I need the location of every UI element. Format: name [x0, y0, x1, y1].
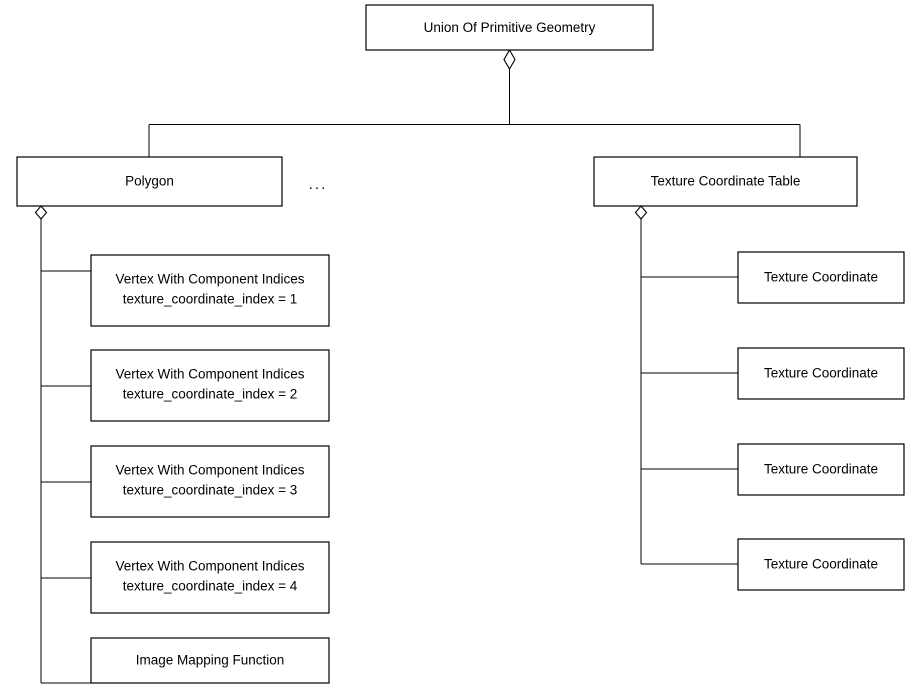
- node-label-vertex-3-line1: Vertex With Component Indices: [115, 463, 304, 478]
- node-label-texture-coordinate-table: Texture Coordinate Table: [651, 174, 801, 189]
- node-label-texture-coordinate-1: Texture Coordinate: [764, 270, 878, 285]
- node-union-of-primitive-geometry[interactable]: Union Of Primitive Geometry: [365, 4, 654, 51]
- node-label-vertex-4-line1: Vertex With Component Indices: [115, 559, 304, 574]
- node-label-image-mapping-function: Image Mapping Function: [136, 653, 285, 668]
- node-box-texture-coordinate-1[interactable]: [737, 251, 905, 304]
- node-label-vertex-2-line1: Vertex With Component Indices: [115, 367, 304, 382]
- node-label-texture-coordinate-3: Texture Coordinate: [764, 462, 878, 477]
- node-box-vertex-3[interactable]: [90, 445, 330, 518]
- node-vertex-4[interactable]: Vertex With Component Indices texture_co…: [90, 541, 330, 614]
- node-box-polygon[interactable]: [16, 156, 283, 207]
- connector-group-root: [148, 69, 801, 157]
- node-box-root[interactable]: [365, 4, 654, 51]
- node-box-image-mapping-function[interactable]: [90, 637, 330, 684]
- node-label-root: Union Of Primitive Geometry: [424, 20, 596, 35]
- aggregation-diamond-polygon: [34, 205, 48, 220]
- node-box-texture-coordinate-table[interactable]: [593, 156, 858, 207]
- node-label-vertex-1-line2: texture_coordinate_index = 1: [123, 292, 298, 307]
- node-vertex-3[interactable]: Vertex With Component Indices texture_co…: [90, 445, 330, 518]
- node-texture-coordinate-2[interactable]: Texture Coordinate: [737, 347, 905, 400]
- node-vertex-1[interactable]: Vertex With Component Indices texture_co…: [90, 254, 330, 327]
- node-label-vertex-2-line2: texture_coordinate_index = 2: [123, 387, 298, 402]
- node-texture-coordinate-4[interactable]: Texture Coordinate: [737, 538, 905, 591]
- node-label-texture-coordinate-2: Texture Coordinate: [764, 366, 878, 381]
- node-texture-coordinate-1[interactable]: Texture Coordinate: [737, 251, 905, 304]
- node-label-polygon: Polygon: [125, 174, 174, 189]
- node-label-vertex-4-line2: texture_coordinate_index = 4: [123, 579, 298, 594]
- node-box-texture-coordinate-4[interactable]: [737, 538, 905, 591]
- node-polygon[interactable]: Polygon: [16, 156, 283, 207]
- connector-group-polygon: [40, 219, 91, 684]
- node-vertex-2[interactable]: Vertex With Component Indices texture_co…: [90, 349, 330, 422]
- node-label-vertex-3-line2: texture_coordinate_index = 3: [123, 483, 298, 498]
- node-image-mapping-function[interactable]: Image Mapping Function: [90, 637, 330, 684]
- aggregation-diamond-root: [503, 48, 516, 71]
- node-label-texture-coordinate-4: Texture Coordinate: [764, 557, 878, 572]
- node-box-vertex-4[interactable]: [90, 541, 330, 614]
- node-box-texture-coordinate-2[interactable]: [737, 347, 905, 400]
- node-texture-coordinate-3[interactable]: Texture Coordinate: [737, 443, 905, 496]
- node-box-vertex-2[interactable]: [90, 349, 330, 422]
- aggregation-diamond-texture-table: [634, 205, 648, 220]
- ellipsis-more-polygons: ...: [309, 176, 328, 193]
- node-texture-coordinate-table[interactable]: Texture Coordinate Table: [593, 156, 858, 207]
- node-label-vertex-1-line1: Vertex With Component Indices: [115, 272, 304, 287]
- node-box-vertex-1[interactable]: [90, 254, 330, 327]
- connector-group-texture-table: [640, 219, 738, 565]
- node-box-texture-coordinate-3[interactable]: [737, 443, 905, 496]
